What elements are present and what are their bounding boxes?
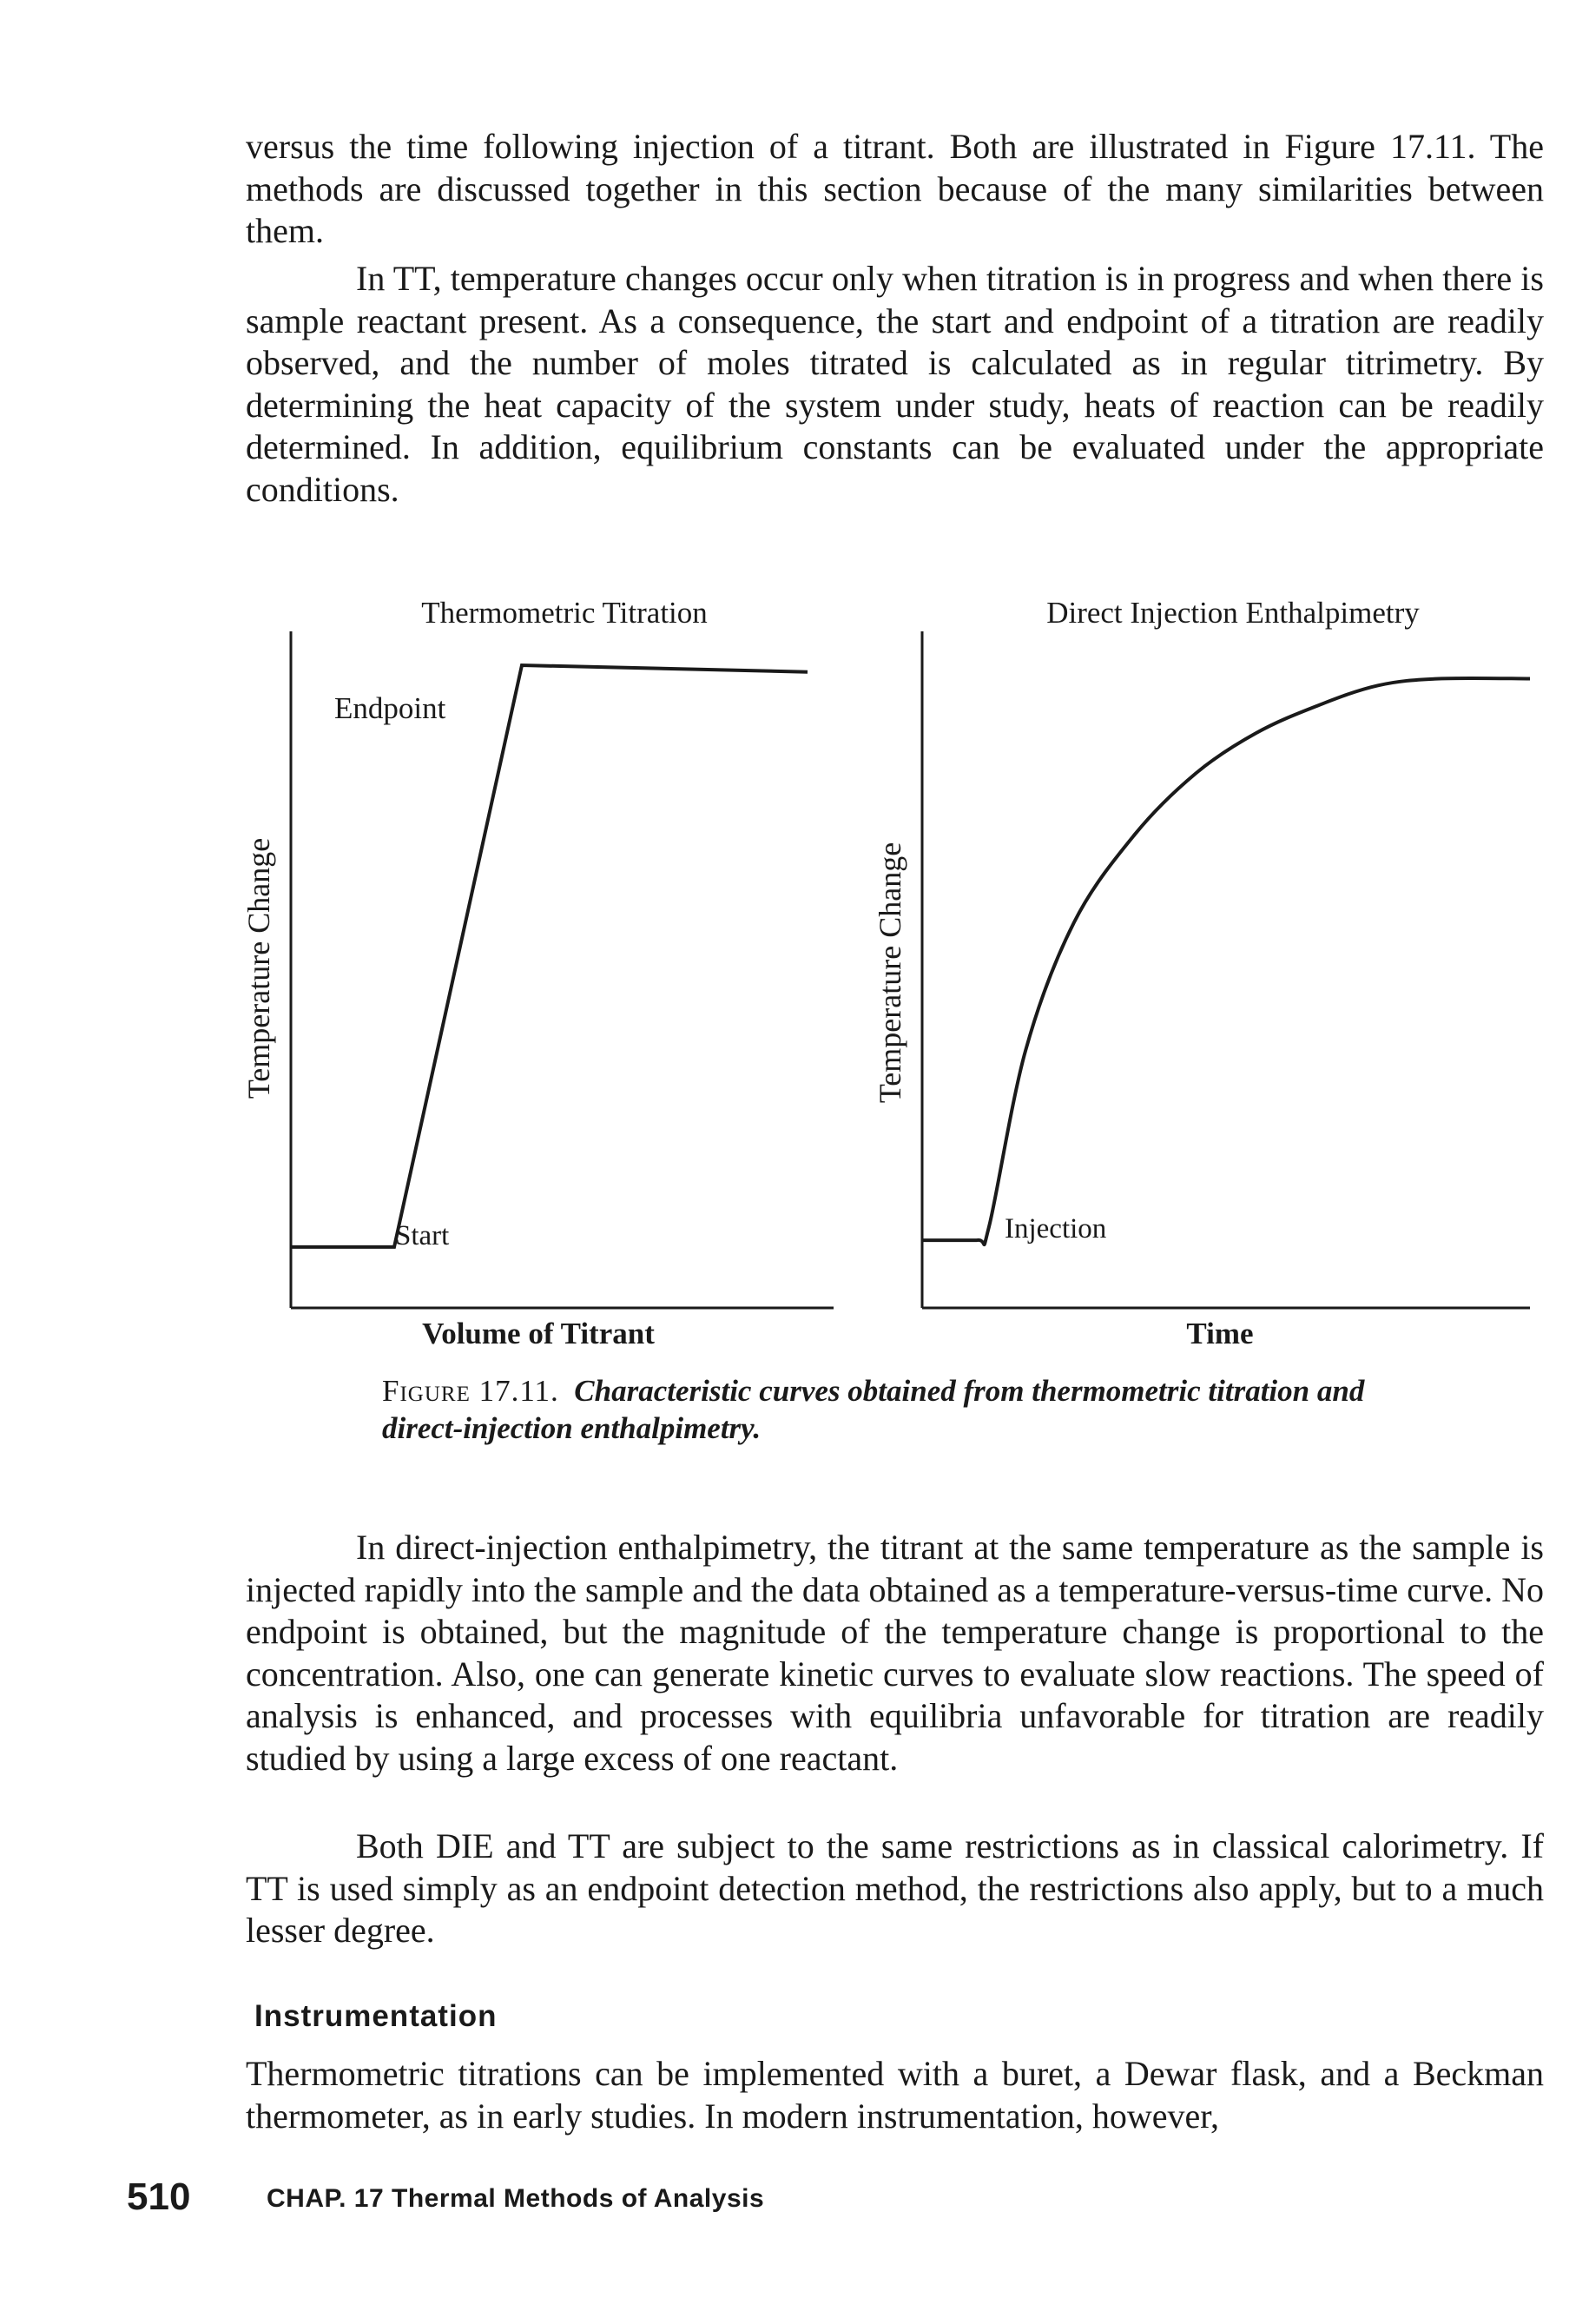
annotation-injection: Injection	[1005, 1213, 1106, 1245]
figure-17-11: Thermometric Titration Endpoint Start Vo…	[241, 596, 1531, 1350]
paragraph-intro: versus the time following injection of a…	[246, 127, 1544, 250]
paragraph-instrumentation: Thermometric titrations can be implement…	[246, 2054, 1544, 2136]
paragraph-die: In direct-injection enthalpimetry, the t…	[246, 1528, 1544, 1778]
annotation-start: Start	[395, 1220, 449, 1251]
section-heading: Instrumentation	[254, 1999, 498, 2033]
x-axis-label-left: Volume of Titrant	[422, 1317, 655, 1350]
figure-caption: Figure 17.11. Characteristic curves obta…	[382, 1372, 1424, 1447]
caption-text: Characteristic curves obtained from ther…	[382, 1374, 1365, 1445]
y-axis-label-left: Temperature Change	[241, 838, 276, 1099]
page-number: 510	[127, 2175, 191, 2218]
series-line-left	[291, 663, 808, 1249]
series-line-right	[922, 676, 1531, 1247]
chart-thermometric-titration: Thermometric Titration Endpoint Start Vo…	[241, 596, 834, 1350]
chart-direct-injection: Direct Injection Enthalpimetry Injection…	[873, 596, 1531, 1350]
annotation-endpoint: Endpoint	[334, 691, 446, 725]
paragraph-tt: In TT, temperature changes occur only wh…	[246, 259, 1544, 509]
chart-title-right: Direct Injection Enthalpimetry	[1046, 596, 1420, 630]
y-axis-label-right: Temperature Change	[873, 842, 907, 1103]
paragraph-restrictions: Both DIE and TT are subject to the same …	[246, 1826, 1544, 1950]
x-axis-label-right: Time	[1186, 1317, 1253, 1350]
running-footer: CHAP. 17 Thermal Methods of Analysis	[267, 2184, 765, 2213]
chart-title-left: Thermometric Titration	[421, 596, 708, 630]
caption-label: Figure 17.11.	[382, 1374, 559, 1408]
